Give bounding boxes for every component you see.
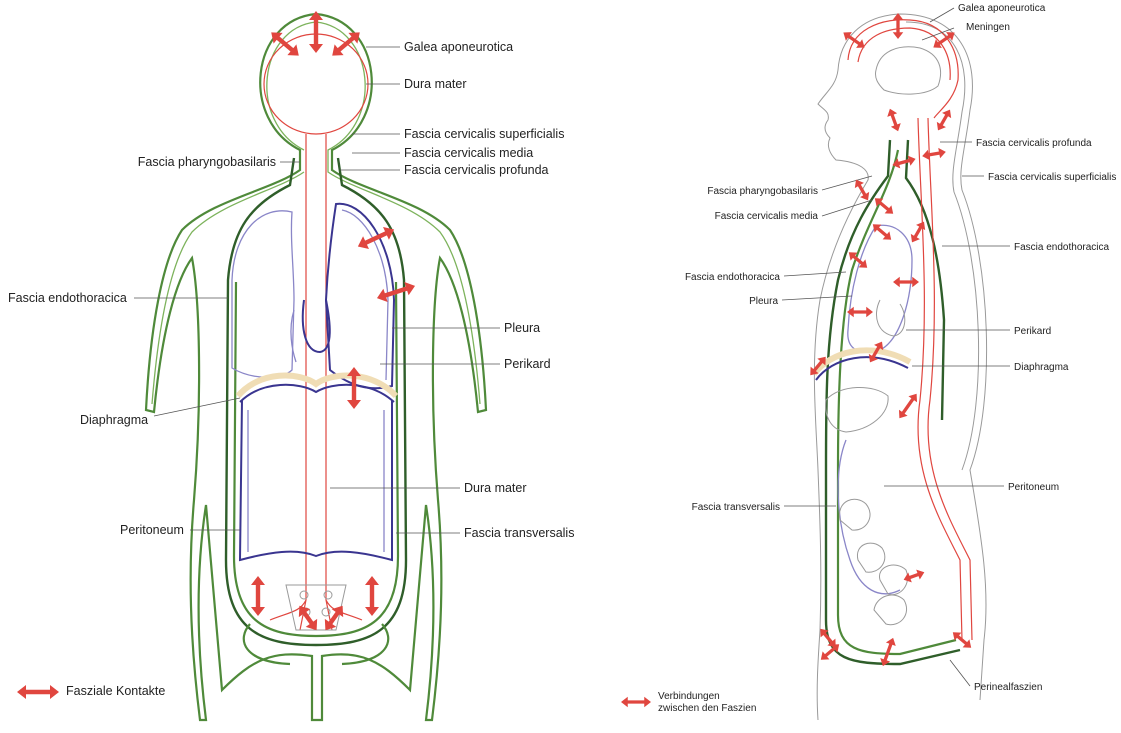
lateral-labels: Galea aponeurotica Meningen Fascia cervi…	[658, 3, 1116, 714]
label-perinealfaszien: Perinealfaszien	[974, 682, 1042, 693]
double-arrow-icon	[847, 307, 873, 318]
label-fascia-pharyngobasilaris: Fascia pharyngobasilaris	[138, 155, 276, 169]
double-arrow-icon	[893, 277, 919, 288]
double-arrow-icon	[921, 147, 946, 162]
double-arrow-icon	[294, 602, 323, 635]
intestine-2	[857, 543, 884, 572]
legend-fasziale-kontakte: Fasziale Kontakte	[66, 684, 165, 698]
deep-fascia-tube	[226, 158, 406, 645]
label-galea-aponeurotica: Galea aponeurotica	[404, 40, 513, 54]
lateral-view	[814, 14, 987, 720]
label-fascia-endothoracica: Fascia endothoracica	[8, 291, 127, 305]
label-pleura-lateral: Pleura	[749, 296, 778, 307]
label-fascia-cervicalis-profunda-lateral: Fascia cervicalis profunda	[976, 138, 1092, 149]
label-perikard-lateral: Perikard	[1014, 326, 1051, 337]
double-arrow-icon	[907, 219, 928, 245]
label-diaphragma: Diaphragma	[80, 413, 148, 427]
legend-double-arrow-icon	[621, 697, 651, 708]
frontal-view	[146, 14, 486, 720]
deep-fascia	[826, 140, 960, 664]
double-arrow-icon	[891, 154, 917, 170]
double-arrow-icon	[365, 576, 379, 616]
double-arrow-icon	[309, 11, 323, 53]
double-arrow-icon	[933, 107, 954, 133]
label-fascia-transversalis: Fascia transversalis	[464, 526, 574, 540]
deep-fascia-inner	[838, 150, 956, 654]
liver	[826, 387, 888, 432]
peritoneum	[838, 440, 900, 594]
peritoneum-inner	[248, 410, 384, 552]
legend-verbindungen-line1: Verbindungen	[658, 691, 720, 702]
pleura-left-lung	[232, 211, 294, 377]
double-arrow-icon	[895, 391, 921, 422]
double-arrow-icon	[893, 13, 904, 39]
label-dura-mater-head: Dura mater	[404, 77, 467, 91]
label-galea-aponeurotica-lateral: Galea aponeurotica	[958, 3, 1046, 14]
perikard	[876, 300, 904, 336]
label-peritoneum-lateral: Peritoneum	[1008, 482, 1059, 493]
double-arrow-icon	[869, 220, 894, 243]
legend-verbindungen-line2: zwischen den Faszien	[658, 703, 756, 714]
intestine-3	[879, 565, 907, 595]
double-arrow-icon	[885, 107, 903, 133]
label-fascia-cervicalis-profunda: Fascia cervicalis profunda	[404, 163, 549, 177]
meningen-inner	[858, 28, 950, 80]
diaphragm	[238, 375, 396, 396]
label-fascia-cervicalis-superficialis-lateral: Fascia cervicalis superficialis	[988, 172, 1116, 183]
frontal-labels: Galea aponeurotica Dura mater Fascia cer…	[8, 40, 574, 698]
label-meningen: Meningen	[966, 22, 1010, 33]
label-diaphragma-lateral: Diaphragma	[1014, 362, 1069, 373]
superficial-fascia-outline	[146, 14, 486, 720]
meningen	[848, 20, 958, 118]
label-fascia-transversalis-lateral: Fascia transversalis	[692, 502, 780, 513]
label-fascia-endothoracica-right: Fascia endothoracica	[1014, 242, 1109, 253]
intestine-1	[839, 499, 870, 530]
label-fascia-cervicalis-media-lateral: Fascia cervicalis media	[715, 211, 819, 222]
label-dura-mater-spine: Dura mater	[464, 481, 527, 495]
label-perikard: Perikard	[504, 357, 551, 371]
peritoneum	[240, 400, 392, 560]
pleura	[848, 225, 912, 352]
bladder	[874, 595, 907, 625]
double-arrow-icon	[251, 576, 265, 616]
legend-double-arrow-icon	[17, 685, 59, 699]
label-fascia-cervicalis-superficialis: Fascia cervicalis superficialis	[404, 127, 564, 141]
double-arrow-icon	[320, 602, 349, 635]
label-fascia-pharyngobasilaris-lateral: Fascia pharyngobasilaris	[707, 186, 818, 197]
label-fascia-endothoracica-left: Fascia endothoracica	[685, 272, 780, 283]
label-pleura: Pleura	[504, 321, 540, 335]
label-peritoneum: Peritoneum	[120, 523, 184, 537]
brain	[875, 47, 940, 94]
label-fascia-cervicalis-media: Fascia cervicalis media	[404, 146, 533, 160]
